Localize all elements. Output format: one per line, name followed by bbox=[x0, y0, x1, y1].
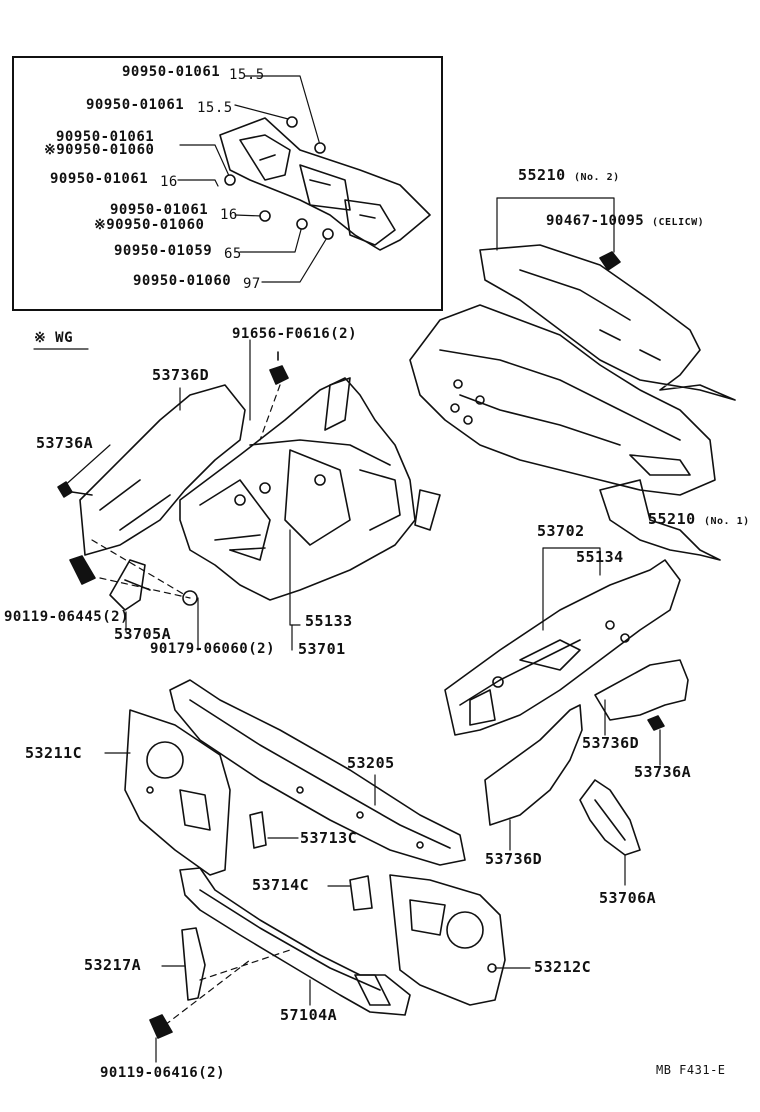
leaders-53702 bbox=[542, 547, 601, 631]
label-53736D-low: 53736D bbox=[485, 850, 543, 868]
dashed-guides-left bbox=[91, 384, 281, 599]
inset-label-a6-suffix: 16 bbox=[220, 207, 238, 223]
label-53217A: 53217A bbox=[84, 956, 142, 974]
label-90119-06445: 90119-06445(2) bbox=[4, 609, 130, 625]
label-90467: 90467-10095 bbox=[546, 213, 645, 229]
part-53736A-clip-right bbox=[647, 715, 665, 731]
label-91656: 91656-F0616(2) bbox=[232, 326, 358, 342]
label-55133: 55133 bbox=[305, 612, 353, 630]
inset-label-a1: 90950-01061 bbox=[122, 64, 221, 80]
label-53211C: 53211C bbox=[25, 744, 83, 762]
part-53701-apron bbox=[179, 377, 441, 601]
label-55210-no2-note: (No. 2) bbox=[574, 172, 620, 183]
label-55210-no1-note: (No. 1) bbox=[704, 516, 750, 527]
label-57104A: 57104A bbox=[280, 1006, 338, 1024]
leaders-right-top bbox=[496, 197, 615, 253]
label-90119-06416: 90119-06416(2) bbox=[100, 1065, 226, 1081]
inset-label-a6: 90950-01061 bbox=[110, 202, 209, 218]
part-57104A-lower-member bbox=[179, 867, 411, 1016]
inset-box bbox=[12, 56, 443, 311]
part-91656-bolt bbox=[269, 351, 289, 385]
part-55210-dash-panel bbox=[409, 304, 716, 496]
label-53736D-right: 53736D bbox=[582, 734, 640, 752]
label-53713C: 53713C bbox=[300, 829, 358, 847]
leaders-right-mid bbox=[509, 699, 661, 851]
part-90119-06416-bolt bbox=[149, 1014, 173, 1039]
inset-label-a2-suffix: 15.5 bbox=[197, 100, 233, 116]
label-53736D-top: 53736D bbox=[152, 366, 210, 384]
inset-label-a3: 90950-01061 bbox=[56, 129, 155, 145]
label-55210-no1: 55210 bbox=[648, 510, 696, 528]
inset-label-a7: ※90950-01060 bbox=[94, 217, 205, 233]
part-53713C-bracket bbox=[249, 811, 267, 849]
leaders-left bbox=[61, 339, 301, 651]
part-53702-apron-right bbox=[444, 559, 681, 736]
label-53706A: 53706A bbox=[599, 889, 657, 907]
inset-label-a4: ※90950-01060 bbox=[44, 142, 155, 158]
inset-bolts bbox=[224, 116, 334, 240]
inset-label-a1-suffix: 15.5 bbox=[229, 67, 265, 83]
label-53212C: 53212C bbox=[534, 958, 592, 976]
part-53714C-bracket bbox=[349, 875, 373, 911]
part-53736D-seal-low bbox=[484, 704, 583, 826]
part-53706A-bracket bbox=[579, 779, 641, 856]
inset-leaders bbox=[177, 75, 329, 283]
inset-label-a2: 90950-01061 bbox=[86, 97, 185, 113]
dashed-guides-lower bbox=[164, 949, 291, 1026]
label-90179: 90179-06060(2) bbox=[150, 641, 276, 657]
label-53736A-left: 53736A bbox=[36, 434, 94, 452]
part-55210-no2-silencer bbox=[479, 244, 736, 401]
part-53212C-side-panel bbox=[389, 874, 506, 1006]
inset-label-a8-suffix: 65 bbox=[224, 246, 242, 262]
label-53714C: 53714C bbox=[252, 876, 310, 894]
label-53705A: 53705A bbox=[114, 625, 172, 643]
inset-label-a5: 90950-01061 bbox=[50, 171, 149, 187]
part-53736D-seal-left bbox=[79, 384, 246, 556]
inset-label-a5-suffix: 16 bbox=[160, 174, 178, 190]
part-53211C-side-panel bbox=[124, 709, 231, 876]
label-53702: 53702 bbox=[537, 522, 585, 540]
inset-label-a8: 90950-01059 bbox=[114, 243, 213, 259]
label-53736A-right: 53736A bbox=[634, 763, 692, 781]
part-53705A-bracket bbox=[109, 559, 151, 611]
part-55210-no1-silencer bbox=[599, 479, 721, 561]
wg-note: ※ WG bbox=[34, 330, 74, 346]
inset-label-a9-suffix: 97 bbox=[243, 276, 261, 292]
part-90467-clip bbox=[599, 251, 621, 271]
inset-label-a9: 90950-01060 bbox=[133, 273, 232, 289]
part-53205-radiator-support-upper bbox=[169, 679, 466, 866]
label-55210-no2: 55210 bbox=[518, 166, 566, 184]
label-53701: 53701 bbox=[298, 640, 346, 658]
part-90119-06445-bolt bbox=[69, 555, 96, 585]
label-53205: 53205 bbox=[347, 754, 395, 772]
label-ref-code: MB F431-E bbox=[656, 1063, 726, 1077]
inset-bracket-part bbox=[219, 117, 431, 251]
label-90467-note: (CELICW) bbox=[652, 217, 705, 228]
part-53217A-bracket bbox=[181, 927, 206, 1001]
part-53736D-seal-right bbox=[594, 659, 689, 721]
part-53736A-clip-left bbox=[57, 481, 93, 498]
label-55134: 55134 bbox=[576, 548, 624, 566]
